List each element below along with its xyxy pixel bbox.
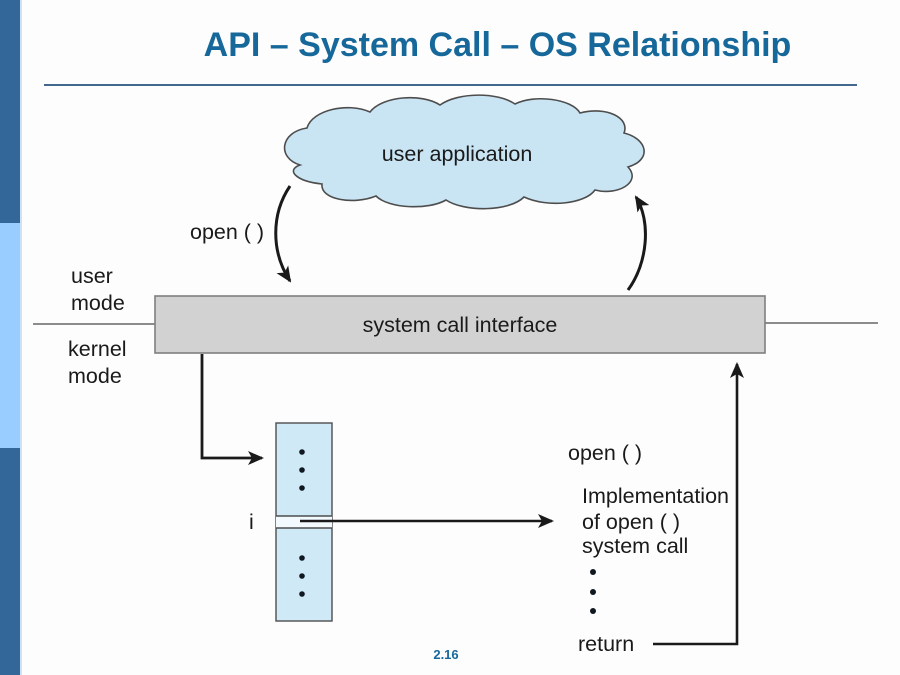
return-curved-arrow-up bbox=[626, 195, 650, 291]
return-label: return bbox=[578, 632, 634, 656]
page-number: 2.16 bbox=[433, 647, 459, 662]
open-call-curved-arrow-down bbox=[274, 185, 292, 283]
open-call-label: open ( ) bbox=[190, 220, 264, 244]
slide-title: API – System Call – OS Relationship bbox=[203, 26, 792, 64]
user-application-cloud bbox=[283, 94, 645, 210]
dispatch-arrow bbox=[200, 354, 264, 465]
cloud-label: user application bbox=[382, 142, 533, 166]
table-index-label: i bbox=[249, 510, 254, 534]
impl-text-line3: system call bbox=[582, 534, 688, 558]
user-mode-label-line1: user bbox=[71, 264, 113, 288]
kernel-mode-label-line2: mode bbox=[68, 364, 122, 388]
impl-dots bbox=[590, 569, 596, 614]
sidebar-segment-dark-top bbox=[0, 0, 22, 223]
return-connector-arrow bbox=[653, 362, 744, 646]
title-underline bbox=[44, 84, 857, 86]
table-dots-top bbox=[299, 449, 305, 491]
impl-text-line1: Implementation bbox=[582, 484, 729, 508]
table-dots-bottom bbox=[299, 555, 305, 597]
impl-text-line2: of open ( ) bbox=[582, 510, 680, 534]
sidebar-segment-dark-bottom bbox=[0, 448, 22, 675]
sidebar-segment-light-middle bbox=[0, 223, 22, 448]
user-mode-label-line2: mode bbox=[71, 291, 125, 315]
system-call-interface-box bbox=[154, 295, 766, 354]
impl-open-label: open ( ) bbox=[568, 441, 642, 465]
interface-label: system call interface bbox=[363, 313, 558, 337]
sidebar-decoration bbox=[0, 0, 22, 675]
kernel-mode-label-line1: kernel bbox=[68, 337, 127, 361]
